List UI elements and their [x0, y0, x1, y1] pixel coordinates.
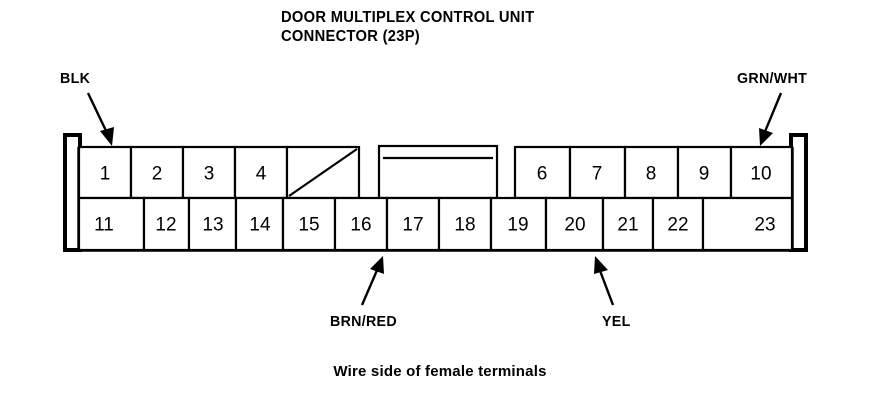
terminal-cell-23	[701, 196, 794, 252]
terminal-label-14: 14	[249, 215, 271, 236]
terminal-cell-20	[544, 196, 605, 252]
terminal-cell-21	[601, 196, 655, 252]
title-line-2: CONNECTOR (23P)	[281, 28, 421, 45]
terminal-row-top: 1 2 3 4 6 7 8 9 10	[77, 145, 794, 200]
terminal-row-bottom: 11 12 13 14 15 16 17 18 19 20 21 22 23	[77, 196, 794, 252]
leader-arrow-blk	[86, 92, 114, 146]
terminal-label-9: 9	[699, 164, 710, 185]
terminal-cell-12	[142, 196, 191, 252]
terminal-label-18: 18	[454, 215, 475, 236]
terminal-cell-15	[281, 196, 337, 252]
wire-label-blk: BLK	[60, 70, 91, 87]
terminal-label-11: 11	[94, 215, 114, 236]
terminal-label-16: 16	[350, 215, 371, 236]
terminal-label-6: 6	[537, 164, 548, 185]
terminal-label-15: 15	[298, 215, 319, 236]
terminal-label-13: 13	[202, 215, 223, 236]
terminal-cell-16	[333, 196, 389, 252]
connector-center-tab	[377, 144, 499, 200]
terminal-cell-blank	[285, 145, 361, 200]
terminal-cell-2	[129, 145, 185, 200]
terminal-cell-19	[489, 196, 548, 252]
terminal-label-7: 7	[592, 164, 603, 185]
wire-label-brn-red: BRN/RED	[330, 313, 397, 330]
leader-arrow-brn-red	[360, 256, 384, 306]
terminal-cell-13	[187, 196, 238, 252]
terminal-cell-17	[385, 196, 441, 252]
diagram-title: DOOR MULTIPLEX CONTROL UNIT CONNECTOR (2…	[281, 8, 701, 46]
terminal-label-1: 1	[100, 164, 111, 185]
terminal-label-12: 12	[155, 215, 176, 236]
terminal-label-20: 20	[564, 215, 585, 236]
terminal-label-10: 10	[750, 164, 771, 185]
terminal-label-23: 23	[754, 215, 775, 236]
terminal-label-19: 19	[507, 215, 528, 236]
terminal-label-3: 3	[204, 164, 215, 185]
terminal-cell-3	[181, 145, 237, 200]
terminal-label-17: 17	[402, 215, 423, 236]
terminal-label-2: 2	[152, 164, 163, 185]
leader-arrow-grn-wht	[759, 92, 783, 146]
terminal-label-22: 22	[667, 215, 688, 236]
diagram-caption: Wire side of female terminals	[333, 363, 547, 380]
terminal-cell-8	[623, 145, 680, 200]
wire-label-yel: YEL	[602, 313, 631, 330]
wire-label-grn-wht: GRN/WHT	[737, 70, 808, 87]
leader-arrow-yel	[594, 256, 615, 306]
terminal-label-8: 8	[646, 164, 657, 185]
terminal-cell-18	[437, 196, 493, 252]
terminal-cell-22	[651, 196, 705, 252]
title-line-1: DOOR MULTIPLEX CONTROL UNIT	[281, 9, 535, 26]
terminal-label-21: 21	[617, 215, 638, 236]
terminal-label-4: 4	[256, 164, 267, 185]
